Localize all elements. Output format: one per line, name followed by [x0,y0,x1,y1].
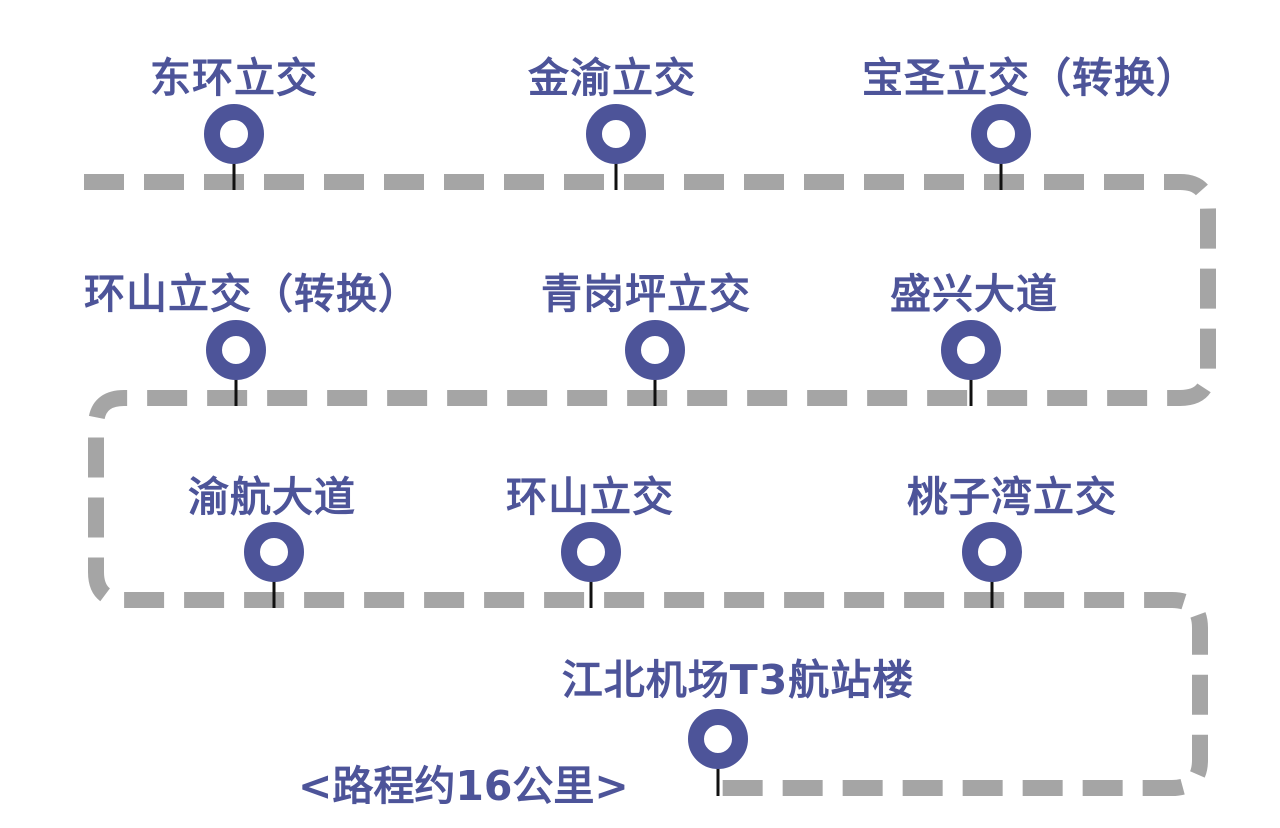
station-label-4: 环山立交（转换） [84,270,420,318]
distance-note: <路程约16公里> [298,762,629,810]
map-pin-ring-icon [206,320,266,380]
stop-marker-3 [971,104,1031,190]
map-pin-ring-icon [586,104,646,164]
map-pin-ring-icon [244,522,304,582]
stop-marker-1 [204,104,264,190]
station-label-1: 东环立交 [150,54,318,102]
station-label-7: 渝航大道 [188,473,356,521]
station-label-5: 青岗坪立交 [541,270,751,318]
stop-markers [204,104,1031,796]
stop-marker-5 [625,320,685,406]
stop-marker-2 [586,104,646,190]
station-label-8: 环山立交 [506,473,674,521]
map-pin-ring-icon [204,104,264,164]
stop-marker-9 [962,522,1022,608]
map-pin-ring-icon [941,320,1001,380]
station-label-9: 桃子湾立交 [907,473,1117,521]
stop-marker-10 [688,709,748,796]
station-label-10: 江北机场T3航站楼 [561,656,915,704]
stop-marker-7 [244,522,304,608]
map-pin-ring-icon [561,522,621,582]
stop-marker-8 [561,522,621,608]
stop-marker-4 [206,320,266,406]
map-pin-ring-icon [625,320,685,380]
stop-marker-6 [941,320,1001,406]
station-label-6: 盛兴大道 [890,270,1058,318]
map-pin-ring-icon [971,104,1031,164]
station-label-2: 金渝立交 [528,54,696,102]
map-pin-ring-icon [688,709,748,769]
map-pin-ring-icon [962,522,1022,582]
route-dashed-line [84,174,1216,796]
station-label-3: 宝圣立交（转换） [862,54,1198,102]
